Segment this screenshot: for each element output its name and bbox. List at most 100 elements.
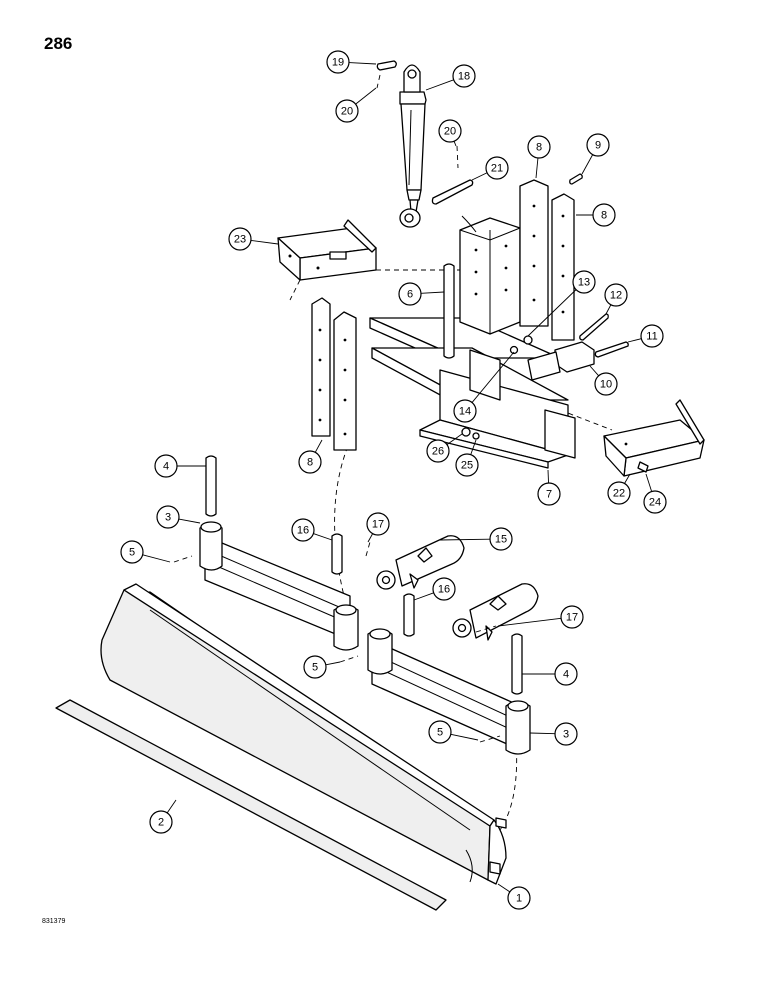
leader-line bbox=[471, 172, 488, 181]
callout-number: 3 bbox=[563, 729, 569, 741]
callout-circle bbox=[640, 324, 664, 348]
leader-line bbox=[450, 733, 479, 741]
leader-line bbox=[471, 351, 515, 403]
latch-bracket-10 bbox=[527, 341, 595, 381]
callout-number: 24 bbox=[649, 497, 661, 509]
callout-21: 21 bbox=[471, 156, 509, 181]
callout-number: 20 bbox=[444, 126, 456, 138]
cotter-pin-20-top bbox=[376, 74, 381, 89]
callout-number: 20 bbox=[341, 106, 353, 118]
callout-circle bbox=[428, 720, 452, 744]
nut-26 bbox=[461, 427, 471, 437]
callout-3b: 3 bbox=[529, 722, 578, 746]
callout-24: 24 bbox=[643, 473, 667, 514]
callout-number: 22 bbox=[613, 488, 625, 500]
callout-23: 23 bbox=[228, 227, 279, 251]
callout-13: 13 bbox=[527, 270, 596, 337]
callout-circle bbox=[228, 227, 252, 251]
pin-4-left bbox=[205, 455, 217, 517]
drawing-code: 831379 bbox=[42, 918, 66, 925]
callout-number: 14 bbox=[459, 406, 471, 418]
bolt-12 bbox=[579, 313, 609, 341]
callout-circle bbox=[554, 662, 578, 686]
leader-line bbox=[547, 469, 549, 484]
alignment-line bbox=[559, 409, 613, 431]
callout-circle bbox=[432, 577, 456, 601]
callout-number: 5 bbox=[312, 662, 318, 674]
side-plate-8-left-pair bbox=[311, 297, 357, 451]
leader-line bbox=[166, 799, 177, 814]
callout-8b: 8 bbox=[576, 203, 616, 227]
callout-18: 18 bbox=[425, 64, 476, 91]
callout-9: 9 bbox=[581, 133, 610, 175]
callout-number: 12 bbox=[610, 290, 622, 302]
callout-number: 11 bbox=[646, 331, 657, 343]
callout-circle bbox=[485, 156, 509, 180]
washer-25 bbox=[472, 432, 480, 440]
callout-circle bbox=[438, 119, 462, 143]
leader-line bbox=[605, 304, 612, 315]
pin-9 bbox=[569, 173, 583, 185]
callout-circle bbox=[335, 99, 359, 123]
callout-circle bbox=[507, 886, 531, 910]
callout-number: 8 bbox=[536, 142, 542, 154]
callout-12: 12 bbox=[604, 283, 628, 315]
callout-22: 22 bbox=[607, 473, 631, 505]
callout-5a: 5 bbox=[120, 540, 171, 564]
callout-1: 1 bbox=[497, 883, 531, 910]
callout-circle bbox=[489, 527, 513, 551]
mounting-bracket-22 bbox=[603, 399, 705, 477]
pin-6 bbox=[443, 263, 455, 359]
callout-number: 25 bbox=[461, 460, 473, 472]
callout-layer: 1233445556788891011121314151616171718192… bbox=[120, 50, 667, 910]
cotter-5-right bbox=[479, 735, 501, 743]
angle-cylinder-15-lower bbox=[452, 583, 539, 641]
callout-number: 8 bbox=[601, 210, 607, 222]
callout-circle bbox=[291, 518, 315, 542]
dozer-blade-1 bbox=[100, 583, 507, 885]
callout-16b: 16 bbox=[413, 577, 456, 601]
callout-19: 19 bbox=[326, 50, 377, 74]
callout-25: 25 bbox=[455, 439, 479, 477]
cotter-5-left-lower bbox=[339, 655, 359, 663]
cotter-5-left-upper bbox=[173, 555, 193, 563]
callout-4a: 4 bbox=[154, 454, 206, 478]
callout-7: 7 bbox=[537, 469, 561, 506]
callout-number: 16 bbox=[438, 584, 450, 596]
callout-number: 4 bbox=[163, 461, 169, 473]
leader-line bbox=[645, 473, 653, 492]
page-number: 286 bbox=[44, 34, 73, 53]
callout-26: 26 bbox=[426, 433, 463, 463]
pin-19 bbox=[376, 60, 397, 71]
callout-10: 10 bbox=[589, 365, 618, 396]
callout-circle bbox=[453, 399, 477, 423]
callout-circle bbox=[455, 453, 479, 477]
leader-line bbox=[624, 473, 631, 484]
leader-line bbox=[446, 433, 463, 446]
cotter-17-left bbox=[365, 541, 371, 557]
callout-number: 15 bbox=[495, 534, 507, 546]
leader-line bbox=[178, 518, 201, 524]
alignment-line bbox=[289, 279, 301, 301]
leader-line bbox=[453, 141, 457, 147]
callout-number: 21 bbox=[491, 163, 503, 175]
callout-number: 6 bbox=[407, 289, 413, 301]
callout-number: 3 bbox=[165, 512, 171, 524]
leader-line bbox=[355, 87, 377, 105]
pin-16-left bbox=[331, 533, 343, 575]
callout-number: 19 bbox=[332, 57, 344, 69]
side-plate-8-right-pair bbox=[519, 179, 575, 341]
leader-line bbox=[420, 291, 445, 294]
bolt-11 bbox=[594, 341, 629, 358]
callout-number: 17 bbox=[372, 519, 384, 531]
washer-14 bbox=[509, 345, 519, 355]
callout-5c: 5 bbox=[428, 720, 479, 744]
callout-number: 10 bbox=[600, 379, 612, 391]
callout-circle bbox=[426, 439, 450, 463]
callout-circle bbox=[604, 283, 628, 307]
callout-3a: 3 bbox=[156, 505, 201, 529]
callout-8a: 8 bbox=[527, 135, 551, 179]
callout-circle bbox=[572, 270, 596, 294]
callout-number: 9 bbox=[595, 140, 601, 152]
